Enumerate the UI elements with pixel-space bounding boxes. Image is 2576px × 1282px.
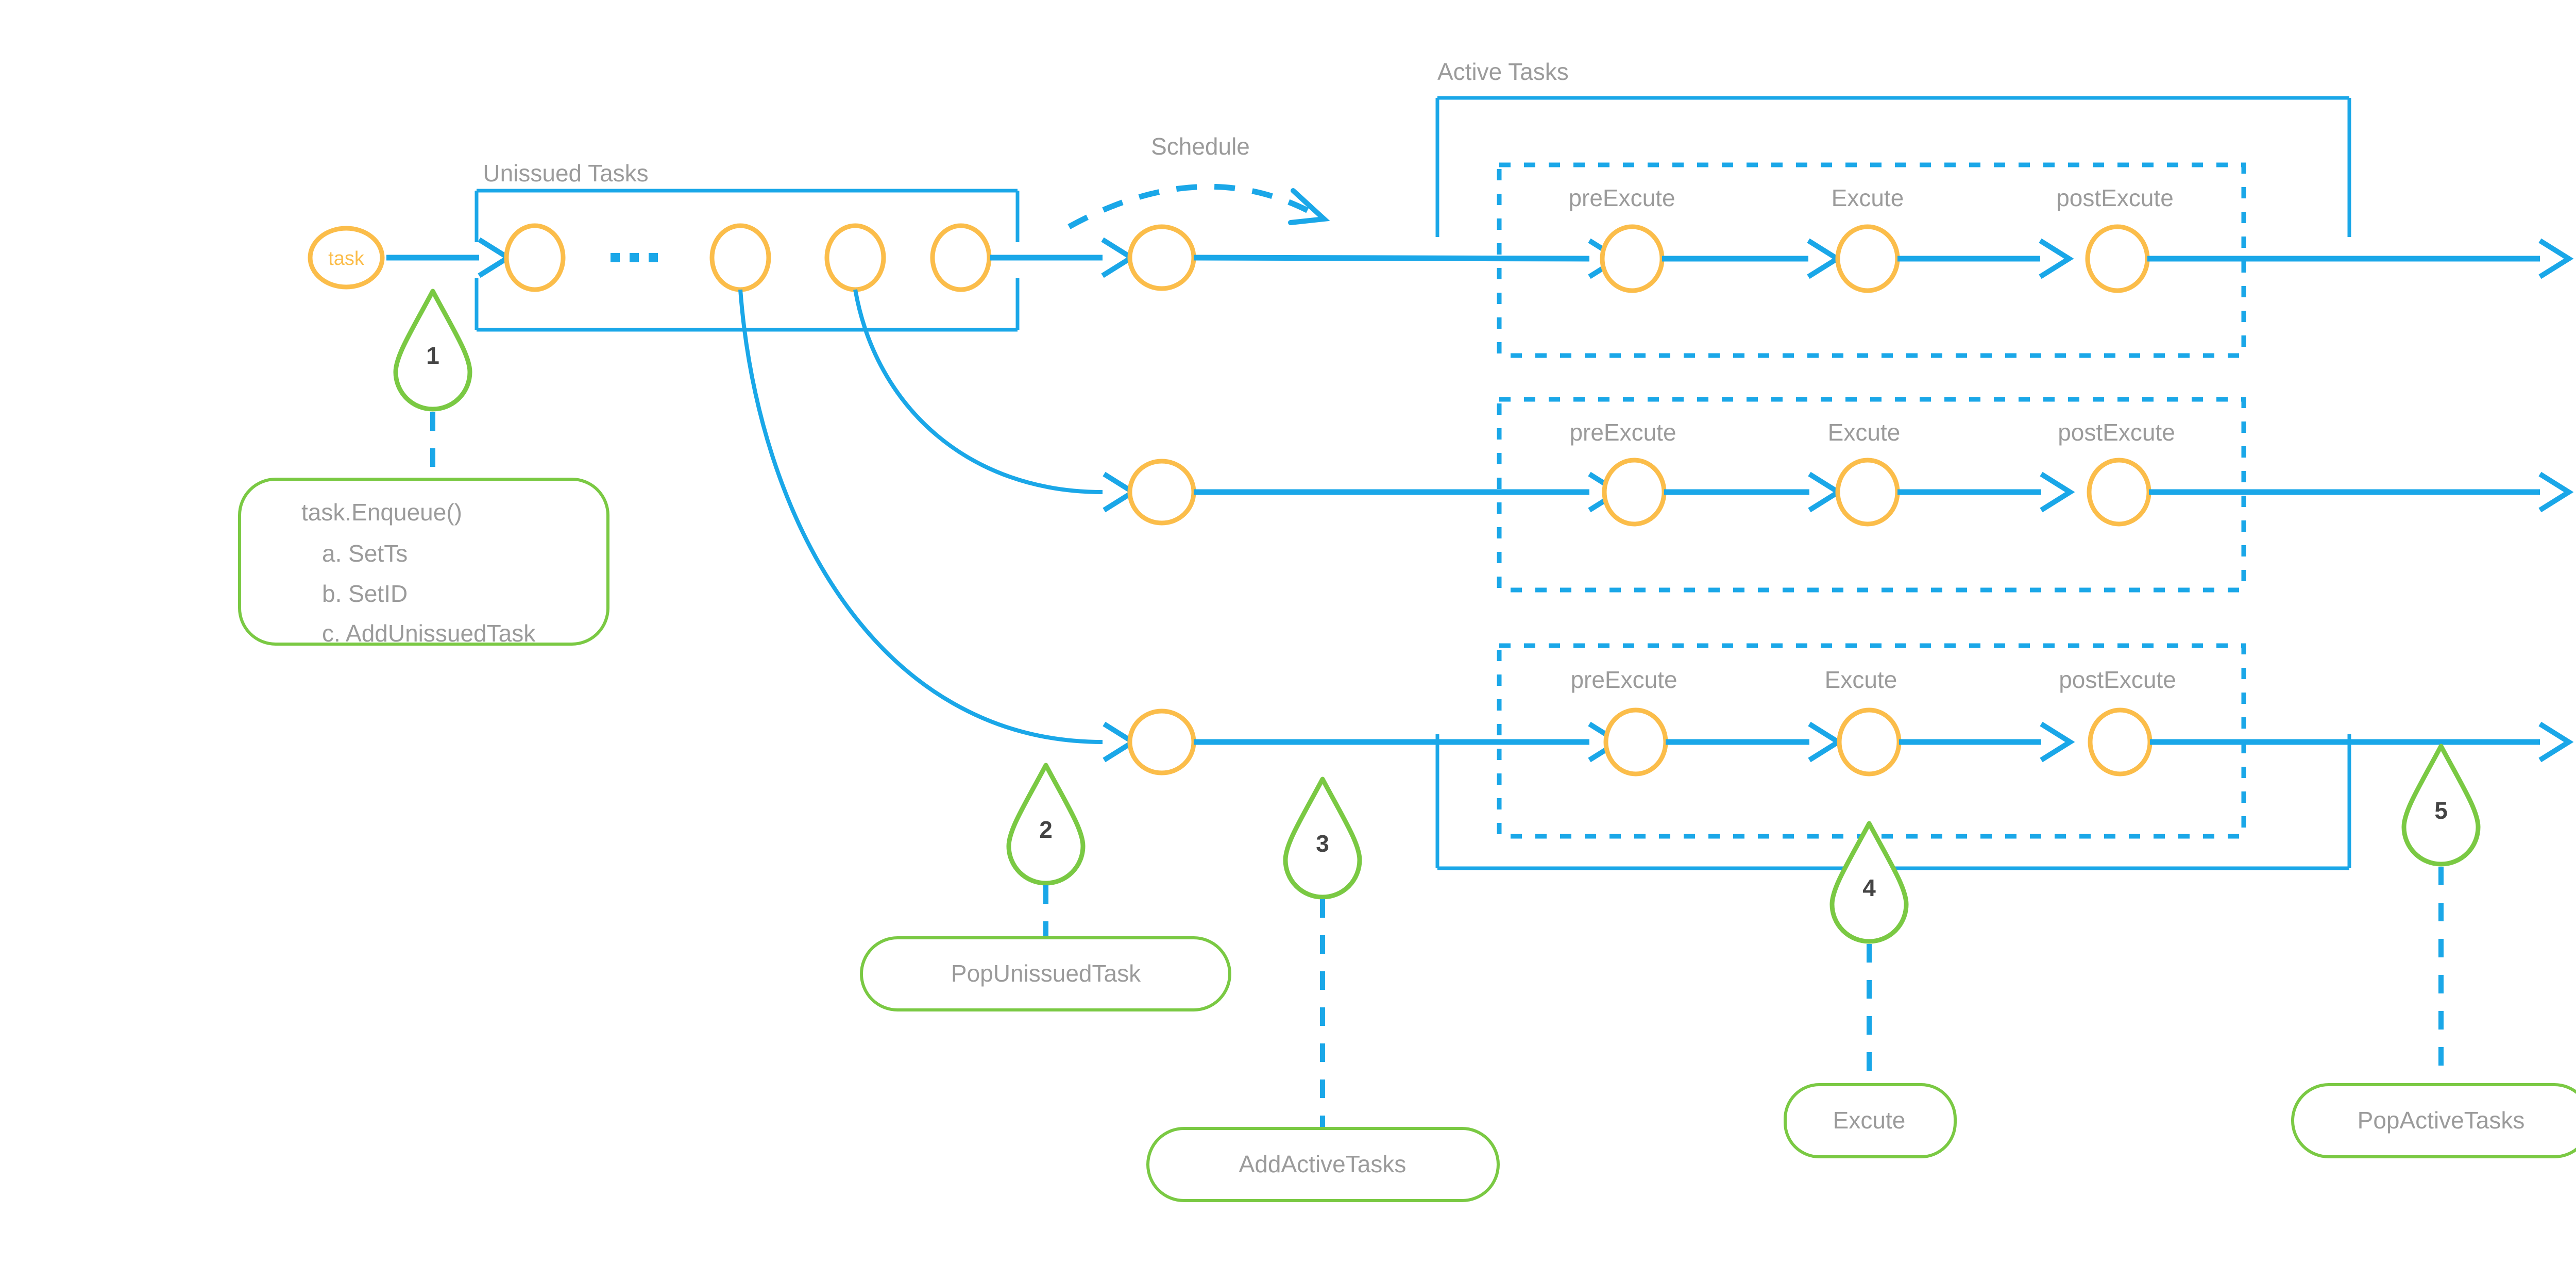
row3-post-node <box>2088 707 2153 777</box>
marker-2-number: 2 <box>1039 816 1053 843</box>
callout-pop-active-label: PopActiveTasks <box>2358 1107 2525 1134</box>
schedule-label: Schedule <box>1151 133 1250 160</box>
callout-enqueue-box <box>238 478 609 646</box>
marker-1-number: 1 <box>426 342 439 369</box>
callout-pop-unissued: PopUnissuedTask <box>860 936 1231 1011</box>
marker-4-number: 4 <box>1862 874 1876 901</box>
row2-entry-node <box>1127 459 1196 526</box>
callout-pop-active: PopActiveTasks <box>2291 1083 2576 1158</box>
marker-1[interactable]: 1 <box>393 289 472 412</box>
curve-queue-b-to-row2 <box>853 289 1138 513</box>
task-source-label: task <box>328 248 365 269</box>
callout-enqueue: task.Enqueue() a. SetTs b. SetID c. AddU… <box>238 478 609 647</box>
row1-post-label: postExcute <box>2056 184 2174 211</box>
row1-post-node <box>2085 224 2150 293</box>
active-tasks-label: Active Tasks <box>1437 58 1569 85</box>
row-1: preExcute Excute postExcute <box>1127 162 2574 358</box>
marker-3-drop <box>1283 777 1362 900</box>
row2-stage-group <box>1497 397 2246 593</box>
callout-add-active: AddActiveTasks <box>1146 1127 1500 1202</box>
row1-pre-label: preExcute <box>1568 184 1675 211</box>
marker-3[interactable]: 3 <box>1283 777 1362 900</box>
queue-node-head <box>504 223 566 292</box>
row2-pre-node <box>1602 458 1667 527</box>
marker-5[interactable]: 5 <box>2401 744 2481 867</box>
callout-excute: Excute <box>1784 1083 1957 1158</box>
arrow-task-to-queue <box>386 237 513 278</box>
marker-2[interactable]: 2 <box>1006 763 1086 886</box>
curve-queue-a-to-row3 <box>738 289 1138 763</box>
row2-main-node <box>1835 458 1900 527</box>
row2-main-label: Excute <box>1828 419 1901 446</box>
unissued-tasks-bracket <box>474 189 1020 332</box>
schedule-arc <box>1067 183 1330 229</box>
queue-node-tail <box>930 223 992 292</box>
callout-enqueue-title: task.Enqueue() <box>301 499 462 526</box>
row3-main-label: Excute <box>1825 666 1897 693</box>
callout-enqueue-step-a: a. SetTs <box>322 540 408 567</box>
marker-4-drop <box>1829 821 1909 944</box>
row3-post-label: postExcute <box>2059 666 2176 693</box>
marker-5-drop <box>2401 744 2481 867</box>
queue-node-b <box>824 223 886 292</box>
row1-main-label: Excute <box>1832 184 1904 211</box>
marker-2-drop <box>1006 763 1086 886</box>
row3-stage-group <box>1497 643 2246 839</box>
marker-1-drop <box>393 289 472 412</box>
arrow-queue-to-row1 <box>990 237 1137 278</box>
row3-pre-label: preExcute <box>1570 666 1677 693</box>
task-source-node <box>308 226 385 290</box>
callout-pop-unissued-box <box>860 936 1231 1011</box>
row2-post-label: postExcute <box>2058 419 2175 446</box>
callout-add-active-box <box>1146 1127 1500 1202</box>
row2-pre-label: preExcute <box>1569 419 1676 446</box>
callout-pop-unissued-label: PopUnissuedTask <box>951 960 1141 987</box>
row1-pre-node <box>1600 224 1665 293</box>
queue-ellipsis-dots <box>611 253 658 262</box>
marker-4[interactable]: 4 <box>1829 821 1909 944</box>
callout-excute-label: Excute <box>1833 1107 1906 1134</box>
row3-entry-node <box>1127 709 1196 775</box>
row3-pre-node <box>1603 707 1668 777</box>
row-2: preExcute Excute postExcute <box>1127 397 2574 593</box>
unissued-tasks-label: Unissued Tasks <box>483 160 648 187</box>
marker-5-number: 5 <box>2434 797 2448 824</box>
row3-main-node <box>1837 707 1902 777</box>
row2-post-node <box>2087 458 2151 527</box>
row-3: preExcute Excute postExcute <box>1127 643 2574 839</box>
callout-excute-box <box>1784 1083 1957 1158</box>
callout-add-active-label: AddActiveTasks <box>1239 1151 1406 1177</box>
callout-enqueue-step-c: c. AddUnissuedTask <box>322 620 536 647</box>
row1-main-node <box>1835 224 1900 293</box>
row1-entry-node <box>1127 224 1196 291</box>
callout-pop-active-box <box>2291 1083 2576 1158</box>
row1-stage-group <box>1497 162 2246 358</box>
marker-3-number: 3 <box>1316 830 1329 857</box>
queue-node-a <box>709 223 771 292</box>
callout-enqueue-step-b: b. SetID <box>322 580 408 607</box>
